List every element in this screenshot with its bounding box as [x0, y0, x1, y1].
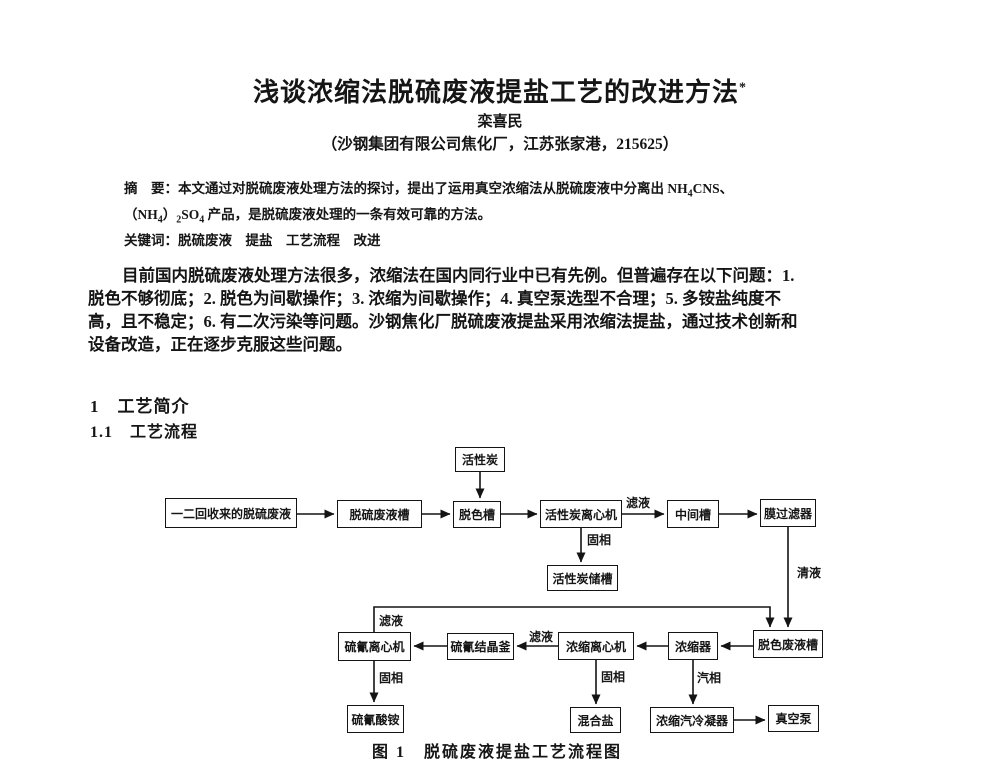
flow-box-decolored-liquid-tank: 脱色废液槽	[753, 630, 823, 658]
flow-box-thiocyanate-centrifuge: 硫氰离心机	[338, 632, 411, 661]
process-flow-diagram: 活性炭 一二回收来的脱硫废液 脱硫废液槽 脱色槽 活性炭离心机 中间槽 膜过滤器…	[140, 440, 850, 760]
keywords-line: 关键词：脱硫废液 提盐 工艺流程 改进	[124, 231, 886, 252]
flow-box-crystallizer: 硫氰结晶釜	[447, 633, 514, 660]
abstract-block: 摘 要：本文通过对脱硫废液处理方法的探讨，提出了运用真空浓缩法从脱硫废液中分离出…	[124, 179, 886, 252]
abstract-label: 摘 要：	[124, 181, 178, 196]
abstract-line-1: 摘 要：本文通过对脱硫废液处理方法的探讨，提出了运用真空浓缩法从脱硫废液中分离出…	[124, 181, 734, 200]
section-heading-1: 1 工艺简介	[90, 397, 190, 416]
paper-title: 浅谈浓缩法脱硫废液提盐工艺的改进方法*	[0, 72, 1000, 109]
stream-label-solid-1: 固相	[586, 531, 613, 548]
flow-box-mixed-salt: 混合盐	[570, 707, 621, 733]
stream-label-filtrate-2: 滤液	[378, 612, 405, 629]
intro-line: 设备改造，正在逐步克服这些问题。	[88, 335, 352, 354]
author-name: 栾喜民	[477, 114, 523, 130]
flow-box-waste-liquid-tank: 脱硫废液槽	[337, 500, 422, 528]
flow-box-vapor-condenser: 浓缩汽冷凝器	[650, 707, 734, 733]
flow-box-carbon-centrifuge: 活性炭离心机	[540, 500, 622, 528]
keywords-text: 脱硫废液 提盐 工艺流程 改进	[178, 233, 381, 249]
section-heading-1-1: 1.1 工艺流程	[90, 424, 199, 441]
flow-box-ammonium-thiocyanate: 硫氰酸铵	[347, 705, 404, 733]
flow-box-concentrator: 浓缩器	[668, 632, 718, 660]
stream-label-vapor: 汽相	[696, 669, 723, 686]
figure-caption: 图 1 脱硫废液提盐工艺流程图	[372, 744, 623, 761]
title-footnote-marker: *	[739, 80, 747, 96]
flow-box-intermediate-tank: 中间槽	[667, 500, 719, 528]
stream-label-filtrate-3: 滤液	[528, 628, 555, 645]
stream-label-filtrate-1: 滤液	[625, 494, 652, 511]
stream-label-solid-3: 固相	[600, 668, 627, 685]
flow-box-vacuum-pump: 真空泵	[768, 705, 819, 732]
flow-box-recovered-waste-liquid: 一二回收来的脱硫废液	[165, 498, 297, 528]
intro-line: 高，且不稳定；6. 有二次污染等问题。沙钢焦化厂脱硫废液提盐采用浓缩法提盐，通过…	[88, 312, 798, 331]
author-affiliation: （沙钢集团有限公司焦化厂，江苏张家港，215625）	[321, 136, 679, 153]
intro-line: 脱色不够彻底；2. 脱色为间歇操作；3. 浓缩为间歇操作；4. 真空泵选型不合理…	[88, 289, 781, 308]
abstract-line-2: （NH4）2SO4 产品，是脱硫废液处理的一条有效可靠的方法。	[124, 207, 492, 226]
keywords-label: 关键词：	[124, 233, 178, 249]
stream-label-clear-liquid: 清液	[796, 564, 823, 581]
flow-box-activated-carbon: 活性炭	[455, 447, 505, 472]
flow-arrows-svg	[297, 472, 793, 725]
stream-label-solid-2: 固相	[378, 669, 405, 686]
paper-title-text: 浅谈浓缩法脱硫废液提盐工艺的改进方法	[252, 78, 739, 107]
flow-box-carbon-storage-tank: 活性炭储槽	[547, 565, 618, 591]
flow-box-membrane-filter: 膜过滤器	[760, 499, 816, 527]
intro-paragraph: 目前国内脱硫废液处理方法很多，浓缩法在国内同行业中已有先例。但普遍存在以下问题：…	[88, 264, 916, 356]
flow-box-concentrate-centrifuge: 浓缩离心机	[558, 632, 634, 660]
flow-box-decolor-tank: 脱色槽	[453, 501, 501, 528]
flow-connector	[373, 606, 775, 632]
intro-line: 目前国内脱硫废液处理方法很多，浓缩法在国内同行业中已有先例。但普遍存在以下问题：…	[122, 266, 795, 285]
